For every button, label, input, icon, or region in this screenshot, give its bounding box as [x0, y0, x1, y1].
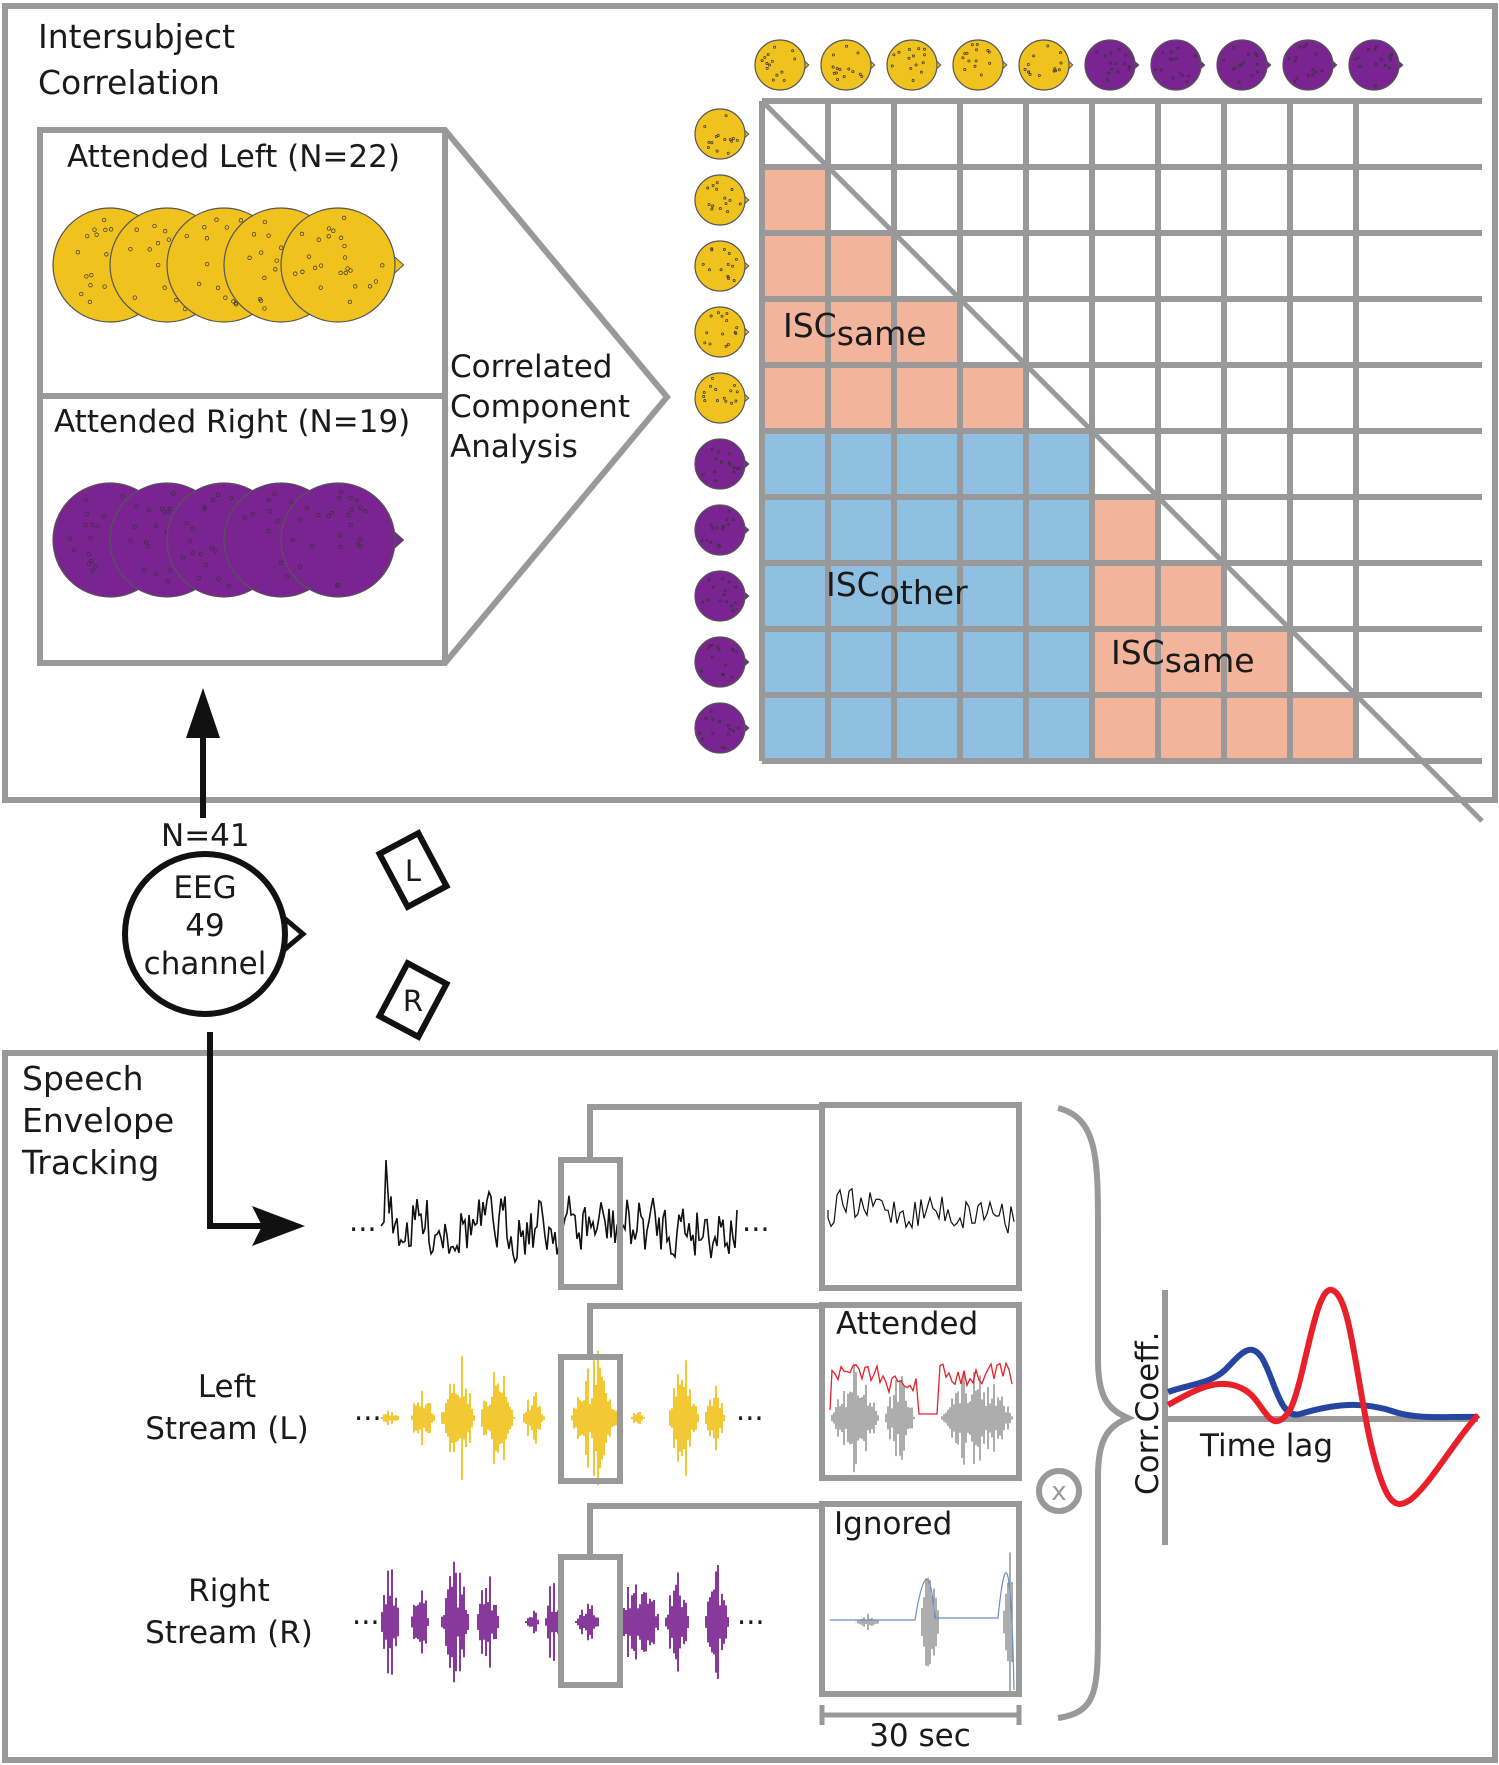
eeg-zoom-box — [819, 1102, 1022, 1291]
attended-right-heads — [52, 482, 405, 598]
corr-curve-red — [1166, 1287, 1481, 1507]
corr-ylabel: Corr.Coeff. — [1130, 1332, 1166, 1495]
attended-zoom-box — [819, 1302, 1022, 1481]
ignored-zoom-waveform — [855, 1552, 1013, 1692]
attended-left-heads — [52, 207, 405, 323]
left-stream-label-line2: Stream (L) — [145, 1411, 308, 1447]
matrix-column-head — [1018, 39, 1074, 91]
matrix-row-head — [694, 372, 750, 424]
time-scale-label: 30 sec — [869, 1718, 971, 1754]
eeg-head — [122, 851, 288, 1017]
matrix-column-head — [886, 39, 942, 91]
eeg-connector — [587, 1104, 822, 1160]
group-right-label: Attended Right (N=19) — [54, 404, 410, 440]
isc-other-region — [762, 431, 1092, 761]
matrix-column-head — [820, 39, 876, 91]
isc-matrix — [694, 39, 1484, 823]
eeg-zoom-trace — [827, 1187, 1015, 1234]
attended-right-head — [280, 482, 405, 598]
matrix-column-head — [1084, 39, 1140, 91]
attended-envelope — [829, 1361, 1013, 1415]
arrow-to-eeg-trace-head — [252, 1206, 305, 1246]
isc-panel-title-line1: Intersubject — [38, 17, 235, 56]
matrix-column-head — [1216, 39, 1272, 91]
speaker-right-label: R — [403, 984, 423, 1018]
matrix-row-head — [694, 240, 750, 292]
matrix-row-head — [694, 438, 750, 490]
isc-same-lower-label: ISCsame — [1111, 633, 1255, 680]
corr-curve-blue — [1166, 1346, 1479, 1421]
signal-traces — [380, 1159, 1015, 1692]
matrix-row-head — [694, 108, 750, 160]
isc-panel-frame — [2, 3, 1498, 803]
ignored-label: Ignored — [834, 1506, 952, 1542]
matrix-row-head — [694, 570, 750, 622]
eeg-label-line3: channel — [144, 946, 267, 982]
matrix-diagonal — [760, 99, 1484, 823]
right-stream-ellipsis-right: ... — [737, 1597, 765, 1631]
left-stream-label-line1: Left — [198, 1369, 256, 1405]
envelope-panel-title-line2: Envelope — [22, 1101, 174, 1140]
matrix-column-head — [952, 39, 1008, 91]
curly-brace — [1057, 1105, 1136, 1721]
right-stream-connector — [587, 1503, 822, 1557]
cca-label-line3: Analysis — [450, 429, 578, 465]
multiply-symbol-label: x — [1051, 1477, 1066, 1507]
cca-label-line1: Correlated — [450, 349, 612, 385]
matrix-row-head — [694, 306, 750, 358]
isc-same-upper-label: ISCsame — [783, 306, 927, 353]
eeg-label-line1: EEG — [173, 870, 236, 906]
attended-left-head — [280, 207, 405, 323]
cca-label-line2: Component — [450, 389, 630, 425]
n-total-label: N=41 — [161, 818, 250, 854]
matrix-row-head — [694, 636, 750, 688]
right-stream-ellipsis-left: ... — [352, 1597, 380, 1631]
right-stream-label-line1: Right — [188, 1573, 270, 1609]
eeg-trace-ellipsis-left: ... — [349, 1204, 377, 1238]
left-stream-waveform — [381, 1350, 725, 1486]
speaker-left: L — [375, 829, 451, 911]
left-stream-connector — [587, 1303, 822, 1357]
ignored-zoom-box — [819, 1501, 1022, 1697]
left-stream-ellipsis-left: ... — [354, 1393, 382, 1427]
matrix-column-head — [1282, 39, 1338, 91]
matrix-row-head — [694, 504, 750, 556]
speaker-left-label: L — [405, 854, 421, 888]
envelope-panel-frame — [2, 1050, 1498, 1763]
arrow-up-head — [186, 688, 220, 738]
matrix-column-head — [1150, 39, 1206, 91]
attended-label: Attended — [836, 1306, 978, 1342]
right-stream-waveform — [381, 1561, 729, 1683]
multiply-symbol — [1036, 1468, 1082, 1514]
eeg-label-line2: 49 — [185, 908, 224, 944]
speaker-right: R — [375, 959, 451, 1041]
left-stream-ellipsis-right: ... — [736, 1393, 764, 1427]
isc-panel-title-line2: Correlation — [38, 63, 220, 102]
envelope-panel-title-line3: Tracking — [21, 1143, 159, 1182]
envelope-panel-title-line1: Speech — [22, 1059, 144, 1098]
corr-xlabel: Time lag — [1199, 1428, 1333, 1464]
group-left-label: Attended Left (N=22) — [67, 139, 400, 175]
group-box-arrow — [37, 127, 671, 666]
eeg-head-nose — [282, 916, 307, 952]
matrix-row-head — [694, 174, 750, 226]
isc-other-label: ISCother — [826, 565, 968, 612]
ignored-envelope — [830, 1572, 1015, 1691]
matrix-column-head — [1348, 39, 1404, 91]
right-stream-label-line2: Stream (R) — [145, 1615, 313, 1651]
matrix-column-head — [754, 39, 810, 91]
matrix-row-head — [694, 702, 750, 754]
eeg-trace-ellipsis-right: ... — [742, 1204, 770, 1238]
attended-zoom-waveform — [831, 1363, 1013, 1473]
arrow-to-eeg-trace — [207, 1032, 262, 1229]
